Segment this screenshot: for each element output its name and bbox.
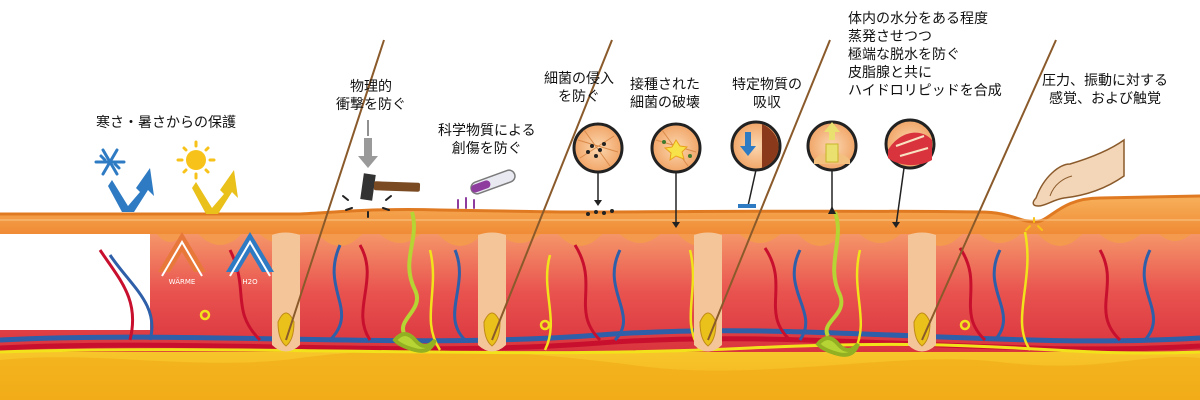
magnifier-icon — [806, 120, 858, 214]
label-line: 圧力、振動に対する — [1042, 73, 1168, 89]
test-tube-icon — [457, 169, 516, 209]
magnifier-icon — [650, 122, 702, 228]
hammer-icon — [342, 173, 421, 218]
hair-follicles — [272, 39, 1057, 352]
label-bacteria-destroy: 接種された 細菌の破壊 — [630, 76, 700, 112]
water-badge: H2O — [242, 278, 258, 286]
label-line: 細菌の破壊 — [630, 95, 700, 111]
water-chevron-icon — [226, 232, 274, 277]
magnifier-icon — [884, 118, 936, 228]
label-absorption: 特定物質の 吸収 — [732, 76, 802, 112]
snowflake-icon — [94, 148, 126, 176]
label-line: 蒸発させつつ — [848, 29, 932, 45]
label-line: 体内の水分をある程度 — [848, 11, 988, 27]
label-line: 衝撃を防ぐ — [336, 97, 406, 113]
label-chemical: 科学物質による 創傷を防ぐ — [438, 122, 536, 158]
magnifier-icon — [730, 120, 782, 208]
label-line: 接種された — [630, 77, 700, 93]
cold-arrow-icon — [108, 168, 154, 212]
label-line: 感覚、および触覚 — [1049, 91, 1161, 107]
label-cold-heat: 寒さ・暑さからの保護 — [96, 114, 236, 132]
label-line: 細菌の侵入 — [544, 71, 614, 87]
label-line: 科学物質による — [438, 123, 536, 139]
label-sensation: 圧力、振動に対する 感覚、および触覚 — [1042, 72, 1168, 108]
heat-arrow-icon — [192, 170, 238, 214]
hair-follicle — [908, 39, 1057, 352]
label-line: ハイドロリピッドを合成 — [848, 83, 1002, 99]
impact-arrow-icon — [358, 138, 378, 168]
label-line: 寒さ・暑さからの保護 — [96, 115, 236, 131]
label-line: 吸収 — [753, 95, 781, 111]
sun-icon — [176, 140, 216, 180]
label-line: 物理的 — [350, 79, 392, 95]
finger-icon — [1025, 138, 1125, 231]
warm-badge: WÄRME — [169, 277, 196, 286]
sweat-glands — [392, 211, 860, 357]
magnifier-icon — [572, 122, 624, 216]
label-line: 皮脂腺と共に — [848, 65, 932, 81]
nerves — [199, 231, 1032, 351]
label-physical: 物理的 衝撃を防ぐ — [336, 78, 406, 114]
hair-follicle — [694, 39, 831, 352]
hair-follicle — [272, 39, 385, 352]
blood-vessels — [0, 244, 1200, 355]
hair-follicle — [478, 39, 613, 352]
label-moisture: 体内の水分をある程度 蒸発させつつ 極端な脱水を防ぐ 皮脂腺と共に ハイドロリピ… — [848, 10, 1002, 100]
label-line: 特定物質の — [732, 77, 802, 93]
warmth-chevron-icon — [158, 232, 206, 277]
label-line: 創傷を防ぐ — [451, 141, 522, 157]
label-line: 極端な脱水を防ぐ — [848, 47, 960, 63]
label-line: を防ぐ — [558, 89, 600, 105]
label-bacteria-invasion: 細菌の侵入 を防ぐ — [544, 70, 614, 106]
